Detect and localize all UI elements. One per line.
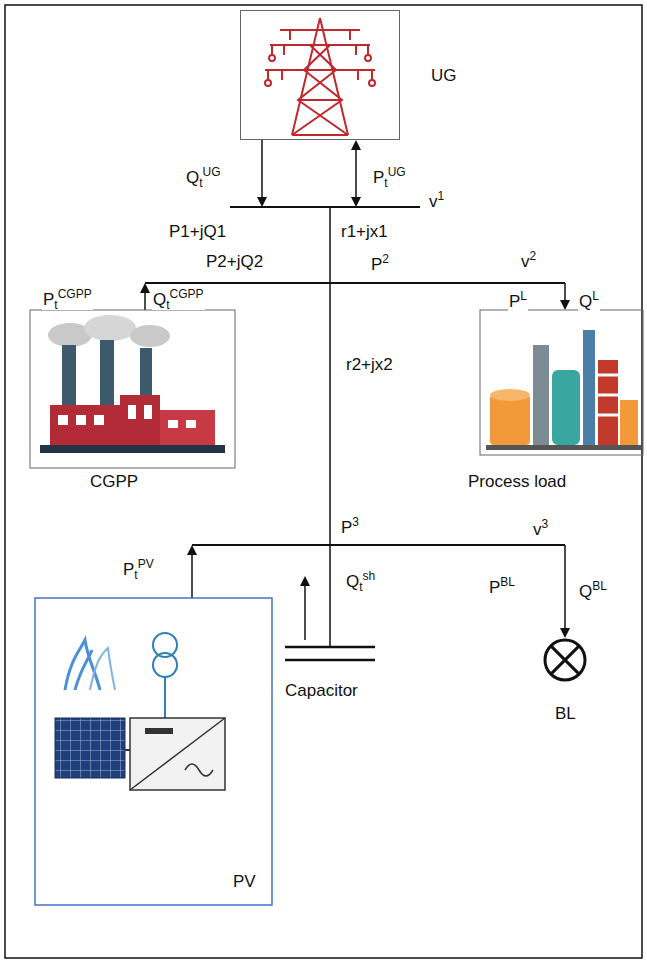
process-plant-icon: [480, 310, 643, 455]
wires: [145, 140, 565, 660]
quantity-label: v2: [520, 252, 537, 272]
node-label: Capacitor: [285, 681, 358, 701]
quantity-label: P2: [370, 255, 390, 275]
node-label: Process load: [468, 472, 566, 492]
quantity-label: P1+jQ1: [168, 222, 227, 242]
component-node: PV: [35, 598, 272, 905]
node-label: PV: [233, 872, 256, 892]
node-label: UG: [431, 66, 457, 86]
quantity-label: PBL: [488, 578, 516, 598]
quantity-label: v1: [428, 192, 445, 212]
quantity-label: QtUG: [185, 168, 222, 188]
node-label: BL: [555, 704, 576, 724]
component-node: UG: [240, 10, 400, 140]
tower-icon: [265, 18, 375, 135]
quantity-label: PtPV: [122, 560, 155, 580]
quantity-label: P2+jQ2: [205, 252, 264, 272]
component-node: Capacitor: [280, 678, 390, 704]
component-node: Process load: [480, 310, 643, 455]
quantity-label: Qtsh: [345, 572, 376, 592]
frame: [5, 5, 642, 958]
component-node: BL: [543, 638, 587, 682]
quantity-label: QtCGPP: [152, 290, 205, 310]
quantity-label: PtCGPP: [42, 290, 93, 310]
quantity-label: PtUG: [372, 168, 407, 188]
quantity-label: r2+jx2: [345, 355, 394, 375]
power-plant-icon: [30, 310, 235, 468]
quantity-label: r1+jx1: [340, 222, 389, 242]
quantity-label: QBL: [578, 582, 608, 602]
quantity-label: PL: [508, 292, 528, 312]
quantity-label: v3: [532, 520, 549, 540]
lamp-symbol: [543, 638, 587, 682]
quantity-label: QL: [578, 292, 600, 312]
component-node: CGPP: [30, 310, 235, 468]
node-label: CGPP: [90, 472, 138, 492]
quantity-label: P3: [340, 518, 360, 538]
pv-icon: [35, 598, 272, 905]
